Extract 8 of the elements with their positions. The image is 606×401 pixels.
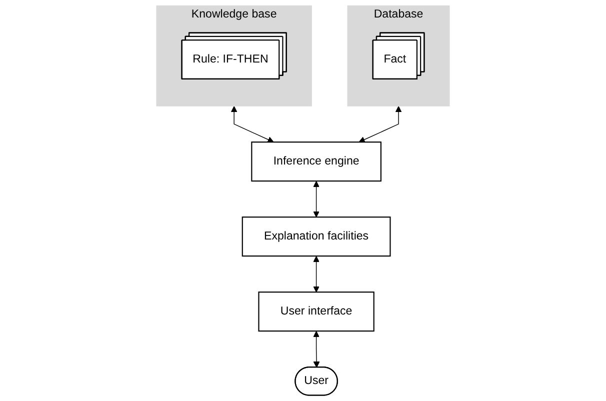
arrow — [313, 331, 320, 368]
node-box: Explanation facilities — [242, 216, 391, 257]
arrow — [230, 106, 274, 143]
node-box: User interface — [258, 292, 374, 332]
arrow — [313, 256, 320, 292]
arrow — [358, 106, 402, 143]
node-box: Inference engine — [251, 142, 382, 182]
arrow — [313, 181, 320, 218]
